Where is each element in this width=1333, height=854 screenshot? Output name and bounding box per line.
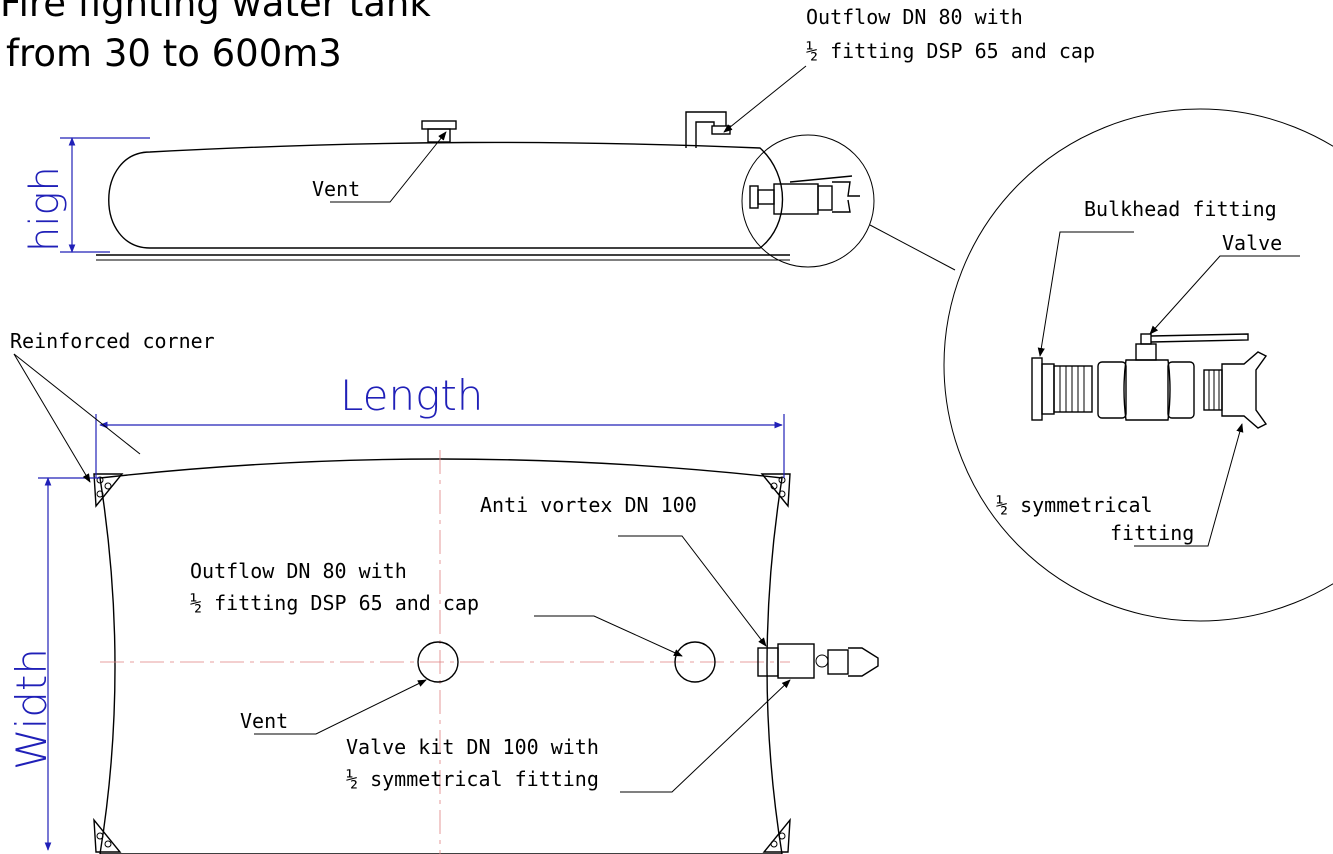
reinforced-corner-label: Reinforced corner [10,329,215,353]
reinforced-corner-leader-left [13,353,91,483]
top-valve-fitting [827,649,849,675]
detail-sym-leader [1134,423,1244,547]
side-vent-neck [427,128,451,143]
side-outflow-pipe [685,111,727,148]
top-valve-stem [815,654,829,668]
detail-valve-left [1097,361,1127,419]
side-valve-body [773,183,819,215]
detail-bulkhead-label: Bulkhead fitting [1084,197,1277,221]
detail-thread [1053,365,1093,413]
width-dim-label: Width [7,648,56,770]
top-vent-leader [254,679,427,735]
detail-leader-line [869,224,956,271]
top-outflow-label-2: ½ fitting DSP 65 and cap [190,591,479,615]
height-dim-label: high [22,166,68,252]
side-view: high Outflow DN 80 with ½ fitting DSP 65… [22,5,1095,271]
detail-valve-stem-top [1140,333,1152,345]
top-valve-claw [848,647,879,677]
top-view: Length Width Reinforced corner Anti vort… [7,329,879,854]
length-dim-label: Length [340,371,483,420]
top-outflow-leader [534,615,683,657]
side-bulkhead [749,185,759,209]
detail-circle [943,108,1333,622]
side-outflow-leader [723,65,807,133]
side-fitting [817,185,833,211]
detail-valve-right [1167,361,1195,419]
valve-kit-label-2: ½ symmetrical fitting [346,767,599,791]
anti-vortex-leader [618,535,767,647]
side-view-tank-body [108,141,784,249]
detail-bulkhead-ring [1041,363,1055,415]
top-vent-opening [417,641,459,683]
valve-kit-label-1: Valve kit DN 100 with [346,735,599,759]
corner-top-right [760,473,791,508]
detail-bulkhead-flange [1031,357,1043,421]
side-outflow-label-1: Outflow DN 80 with [806,5,1023,29]
top-valve-body [777,643,815,679]
detail-sym-thread [1203,369,1223,411]
side-vent-leader [330,131,447,203]
side-detail-circle [741,134,875,268]
top-view-tank-outline [99,458,783,854]
side-valve-handle [789,175,853,183]
top-vent-label: Vent [240,709,288,733]
detail-sym-label-1: ½ symmetrical [996,493,1153,517]
corner-bottom-right [762,817,791,853]
detail-bulkhead-leader [1037,231,1134,357]
detail-valve-leader [1149,255,1300,335]
detail-valve-label: Valve [1222,231,1282,255]
detail-valve-stem [1135,343,1157,361]
valve-kit-leader [620,679,791,793]
side-vent-label: Vent [312,177,360,201]
side-thread [757,189,775,205]
top-outflow-label-1: Outflow DN 80 with [190,559,407,583]
top-outflow-opening [674,641,716,683]
side-vent-cap [421,120,457,130]
side-outflow-label-2: ½ fitting DSP 65 and cap [806,39,1095,63]
side-outflow-cap [711,125,731,135]
reinforced-corner-leader-right [13,353,141,455]
detail-valve-handle [1150,333,1249,343]
title-line-1: Fire fighting water tank [0,0,431,25]
corner-top-left [93,473,124,508]
detail-sym-label-2: fitting [1110,521,1194,545]
detail-sym-claw [1221,351,1268,429]
detail-view: Bulkhead fitting Valve ½ symmetrical fit… [943,108,1333,622]
corner-bottom-left [93,817,122,853]
side-claw [832,181,860,213]
anti-vortex-label: Anti vortex DN 100 [480,493,697,517]
title-line-2: from 30 to 600m3 [6,32,342,75]
detail-valve-center [1123,359,1171,421]
